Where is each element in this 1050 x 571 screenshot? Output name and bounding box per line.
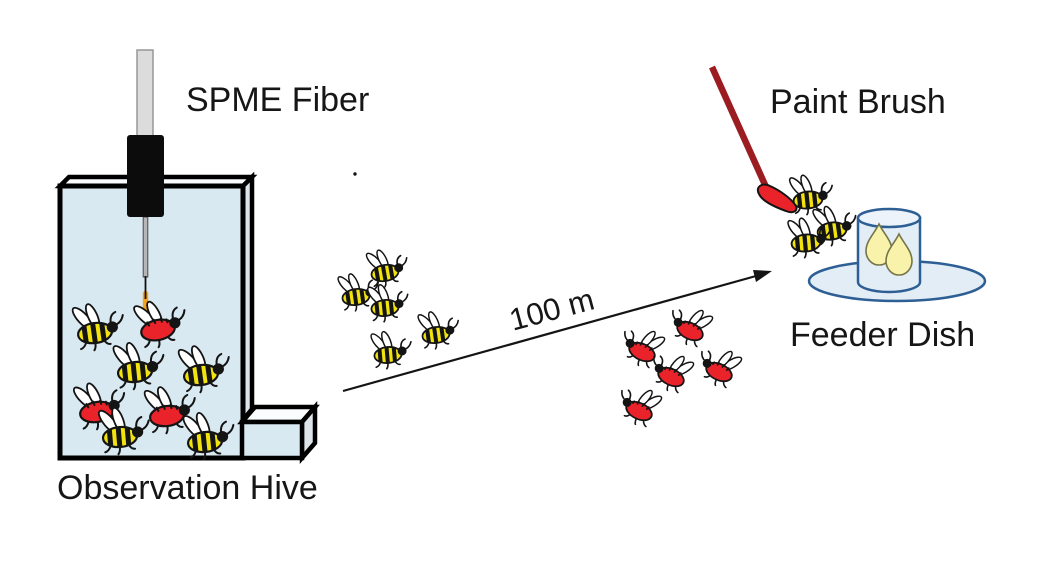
outbound-bees — [335, 245, 462, 370]
spme-fiber-illustration — [127, 49, 164, 315]
marked-bee-icon — [661, 297, 718, 352]
fiber-core — [144, 276, 147, 299]
fiber-needle — [142, 216, 149, 278]
returning-bees — [610, 297, 747, 432]
fiber-rod — [136, 49, 154, 139]
marked-bee-icon — [613, 318, 670, 373]
syrup-drop-icon — [885, 232, 913, 276]
distance-arrow — [342, 270, 772, 393]
syrup-drop-icon — [865, 222, 893, 266]
bee-icon — [365, 281, 410, 323]
marked-bee-icon — [610, 377, 667, 432]
observation-hive-label: Observation Hive — [57, 469, 318, 507]
spme-fiber-label: SPME Fiber — [186, 81, 370, 119]
marked-bee-icon — [690, 338, 747, 393]
paint-brush-label: Paint Brush — [770, 83, 946, 121]
bee-icon — [363, 245, 411, 290]
hive-entrance-box — [237, 400, 320, 465]
feeder-dish-label: Feeder Dish — [790, 316, 976, 354]
feeder-dish-illustration — [807, 207, 987, 303]
bee-icon — [415, 307, 462, 351]
arrowhead-icon — [753, 270, 772, 282]
bee-icon — [368, 328, 413, 370]
stray-dot — [353, 172, 357, 176]
brush-handle — [709, 65, 769, 189]
feeder-cylinder-top — [856, 207, 922, 229]
fiber-holder — [127, 135, 164, 217]
feeder-bees — [785, 171, 859, 259]
brush-tip — [756, 183, 798, 214]
